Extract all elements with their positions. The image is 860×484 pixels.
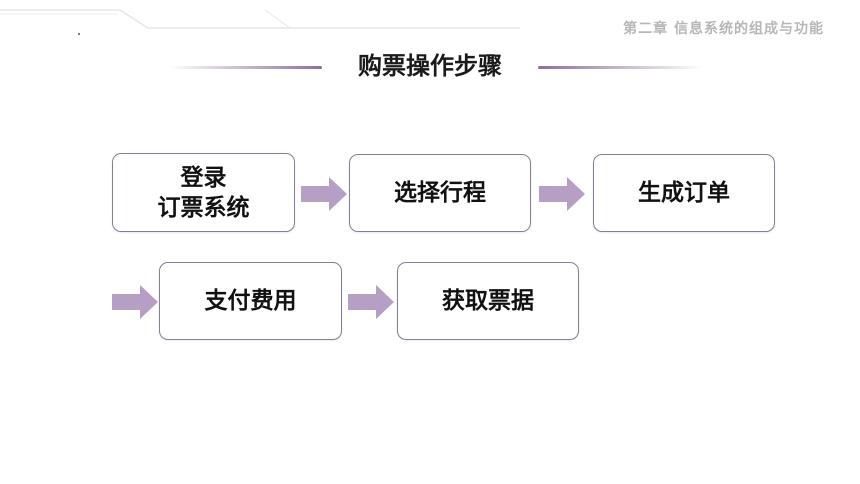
decorative-dot — [78, 33, 80, 35]
title-divider-right — [538, 66, 704, 69]
arrow-right-icon — [539, 177, 585, 211]
step-get-ticket: 获取票据 — [397, 262, 579, 340]
step-generate-order: 生成订单 — [593, 154, 775, 232]
arrow-right-icon — [301, 177, 347, 211]
arrow-right-icon — [112, 285, 158, 319]
title-divider-left — [168, 66, 322, 69]
chapter-label: 第二章 信息系统的组成与功能 — [623, 21, 824, 37]
step-select-itinerary: 选择行程 — [349, 154, 531, 232]
step-label: 获取票据 — [442, 288, 534, 314]
header-decoration — [0, 9, 520, 29]
title-row: 购票操作步骤 — [0, 46, 860, 86]
step-label: 选择行程 — [394, 180, 486, 206]
step-login: 登录 订票系统 — [112, 153, 295, 232]
step-label: 登录 订票系统 — [157, 164, 250, 221]
slide-title: 购票操作步骤 — [358, 52, 502, 80]
step-label: 支付费用 — [204, 288, 297, 314]
step-pay-fees: 支付费用 — [159, 262, 342, 340]
arrow-right-icon — [348, 285, 394, 319]
step-label: 生成订单 — [638, 180, 730, 206]
